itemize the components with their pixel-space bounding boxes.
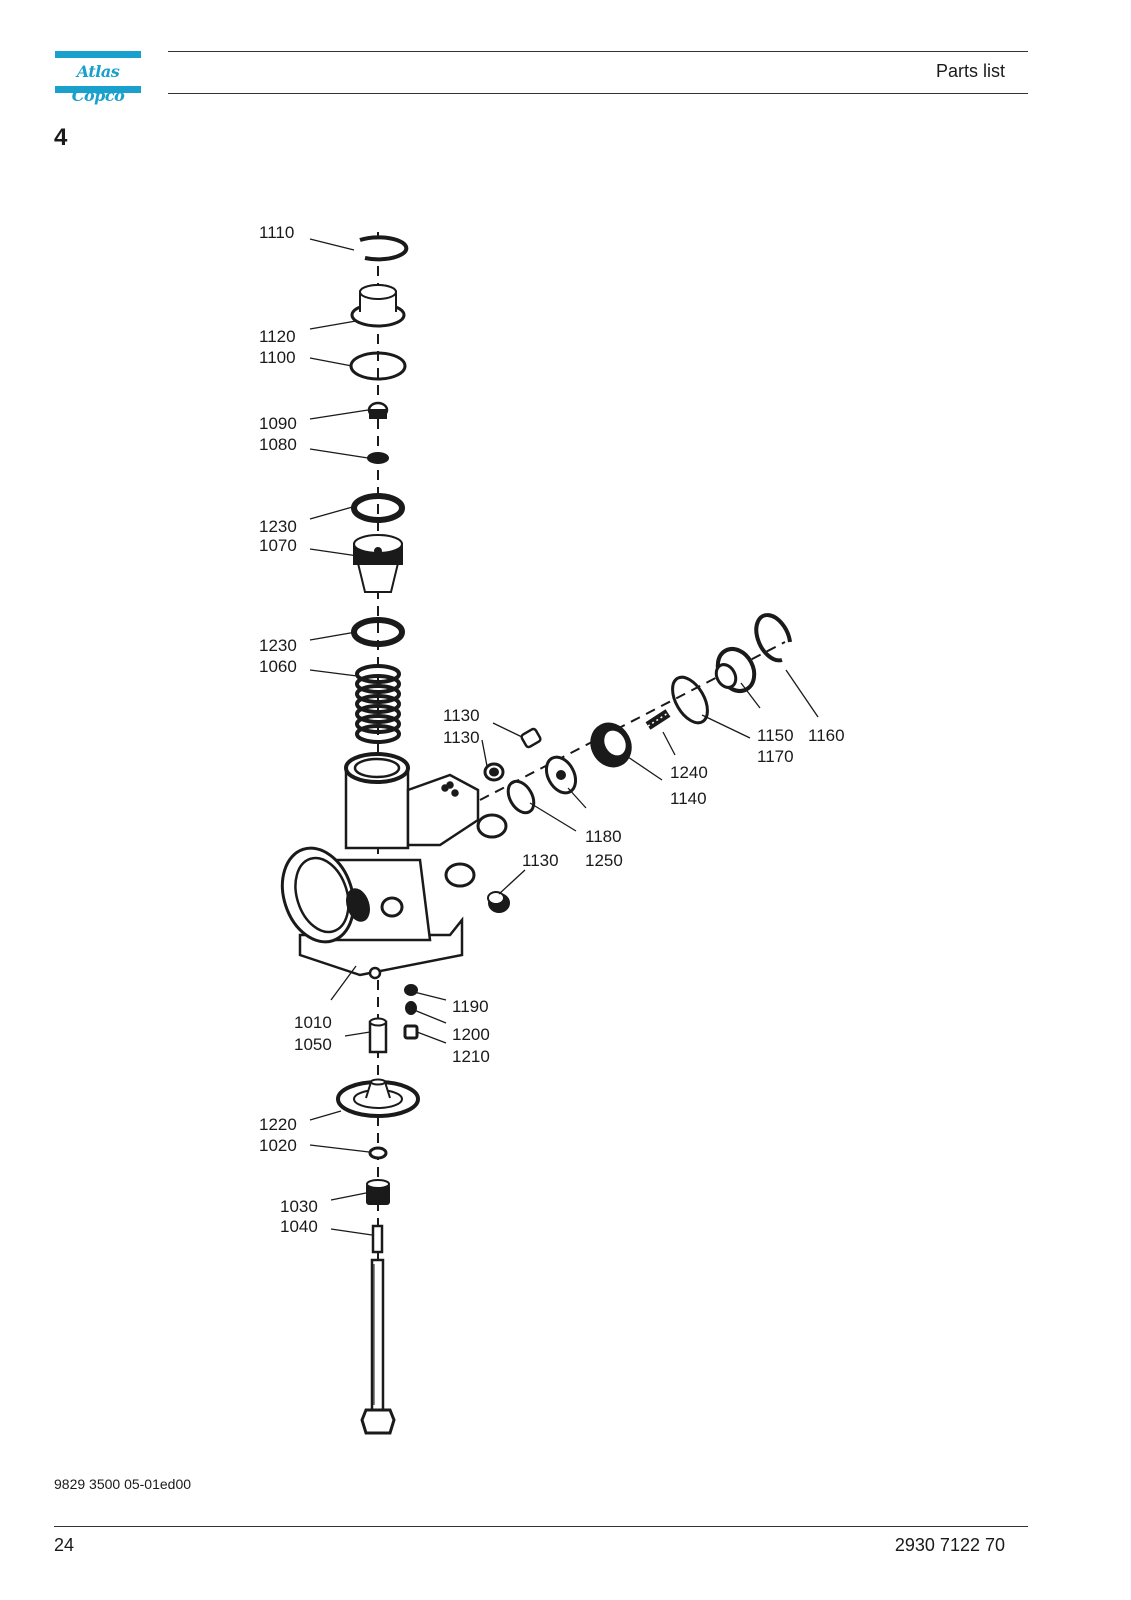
- callout-1130-lower: 1130: [522, 851, 559, 870]
- part-1070-piston: [353, 534, 403, 593]
- part-1050-bushing: [368, 1017, 388, 1054]
- callout-1210: 1210: [452, 1047, 490, 1066]
- callout-1180: 1180: [585, 827, 622, 846]
- part-1180-oring: [506, 779, 536, 815]
- part-1090-nut: [367, 401, 389, 419]
- part-1060-spring: [355, 664, 401, 744]
- callout-1230-upper: 1230: [259, 517, 297, 536]
- part-1040-valve-stem: [360, 1224, 396, 1435]
- part-1130-plug-upper: [520, 727, 542, 749]
- callout-1150: 1150: [757, 726, 794, 745]
- logo-bar-bottom: [55, 86, 141, 93]
- callout-1070: 1070: [259, 536, 297, 555]
- callout-1020: 1020: [259, 1136, 297, 1155]
- callout-1140: 1140: [670, 789, 707, 808]
- part-1250-valve-seat: [544, 755, 578, 795]
- callout-1190: 1190: [452, 997, 489, 1016]
- callout-1200: 1200: [452, 1025, 490, 1044]
- footer-rule: [54, 1526, 1028, 1527]
- part-1130-plug-lower: [487, 891, 510, 913]
- part-1150-cap-side: [714, 646, 757, 694]
- callout-1050: 1050: [294, 1035, 332, 1054]
- callout-1120: 1120: [259, 327, 296, 346]
- header-rule-bottom: [168, 93, 1028, 94]
- document-part-number: 2930 7122 70: [894, 1535, 1005, 1555]
- callout-1080: 1080: [259, 435, 297, 454]
- callout-1060: 1060: [259, 657, 297, 676]
- part-1110-circlip: [359, 235, 409, 262]
- page-number: 24: [54, 1535, 75, 1555]
- callout-1100: 1100: [259, 348, 296, 367]
- callout-1240: 1240: [670, 763, 708, 782]
- part-1080-washer: [367, 452, 389, 464]
- document-reference: 9829 3500 05-01ed00: [54, 1476, 192, 1492]
- part-1200-washer: [405, 1001, 417, 1015]
- callout-1130-upper: 1130: [443, 706, 480, 725]
- callout-1250: 1250: [585, 851, 623, 870]
- part-1190-screw: [404, 984, 418, 996]
- callout-1220: 1220: [259, 1115, 297, 1134]
- callout-1170: 1170: [757, 747, 794, 766]
- callout-1090: 1090: [259, 414, 297, 433]
- part-1170-oring: [671, 675, 709, 725]
- logo-bar-top: [55, 51, 141, 58]
- leader-lines: [309, 238, 819, 1236]
- callout-1160: 1160: [808, 726, 845, 745]
- callout-1040: 1040: [280, 1217, 318, 1236]
- callout-1110: 1110: [259, 223, 294, 242]
- page-title: Parts list: [935, 61, 1005, 81]
- header-rule-top: [168, 51, 1028, 52]
- callout-1230-lower: 1230: [259, 636, 297, 655]
- atlas-copco-logo: Atlas Copco: [55, 51, 141, 105]
- section-number: 4: [54, 124, 68, 151]
- part-1120-cap: [350, 284, 406, 328]
- callout-1030: 1030: [280, 1197, 318, 1216]
- part-1020-washer: [368, 1146, 388, 1160]
- part-1130-plug-middle: [483, 762, 505, 782]
- callout-1130-middle: 1130: [443, 728, 480, 747]
- part-1220-diaphragm: [336, 1078, 420, 1118]
- part-1160-circlip: [754, 613, 792, 663]
- callout-1010: 1010: [294, 1013, 332, 1032]
- part-1030-nut-lower: [366, 1179, 390, 1205]
- part-1210-nut: [403, 1024, 419, 1040]
- assembly-axis-diagonal: [479, 641, 786, 801]
- part-1010-housing: [280, 752, 508, 980]
- part-1230-seal-upper: [351, 493, 405, 523]
- part-1240-spring-small: [645, 709, 671, 730]
- part-1140-bearing: [590, 722, 632, 768]
